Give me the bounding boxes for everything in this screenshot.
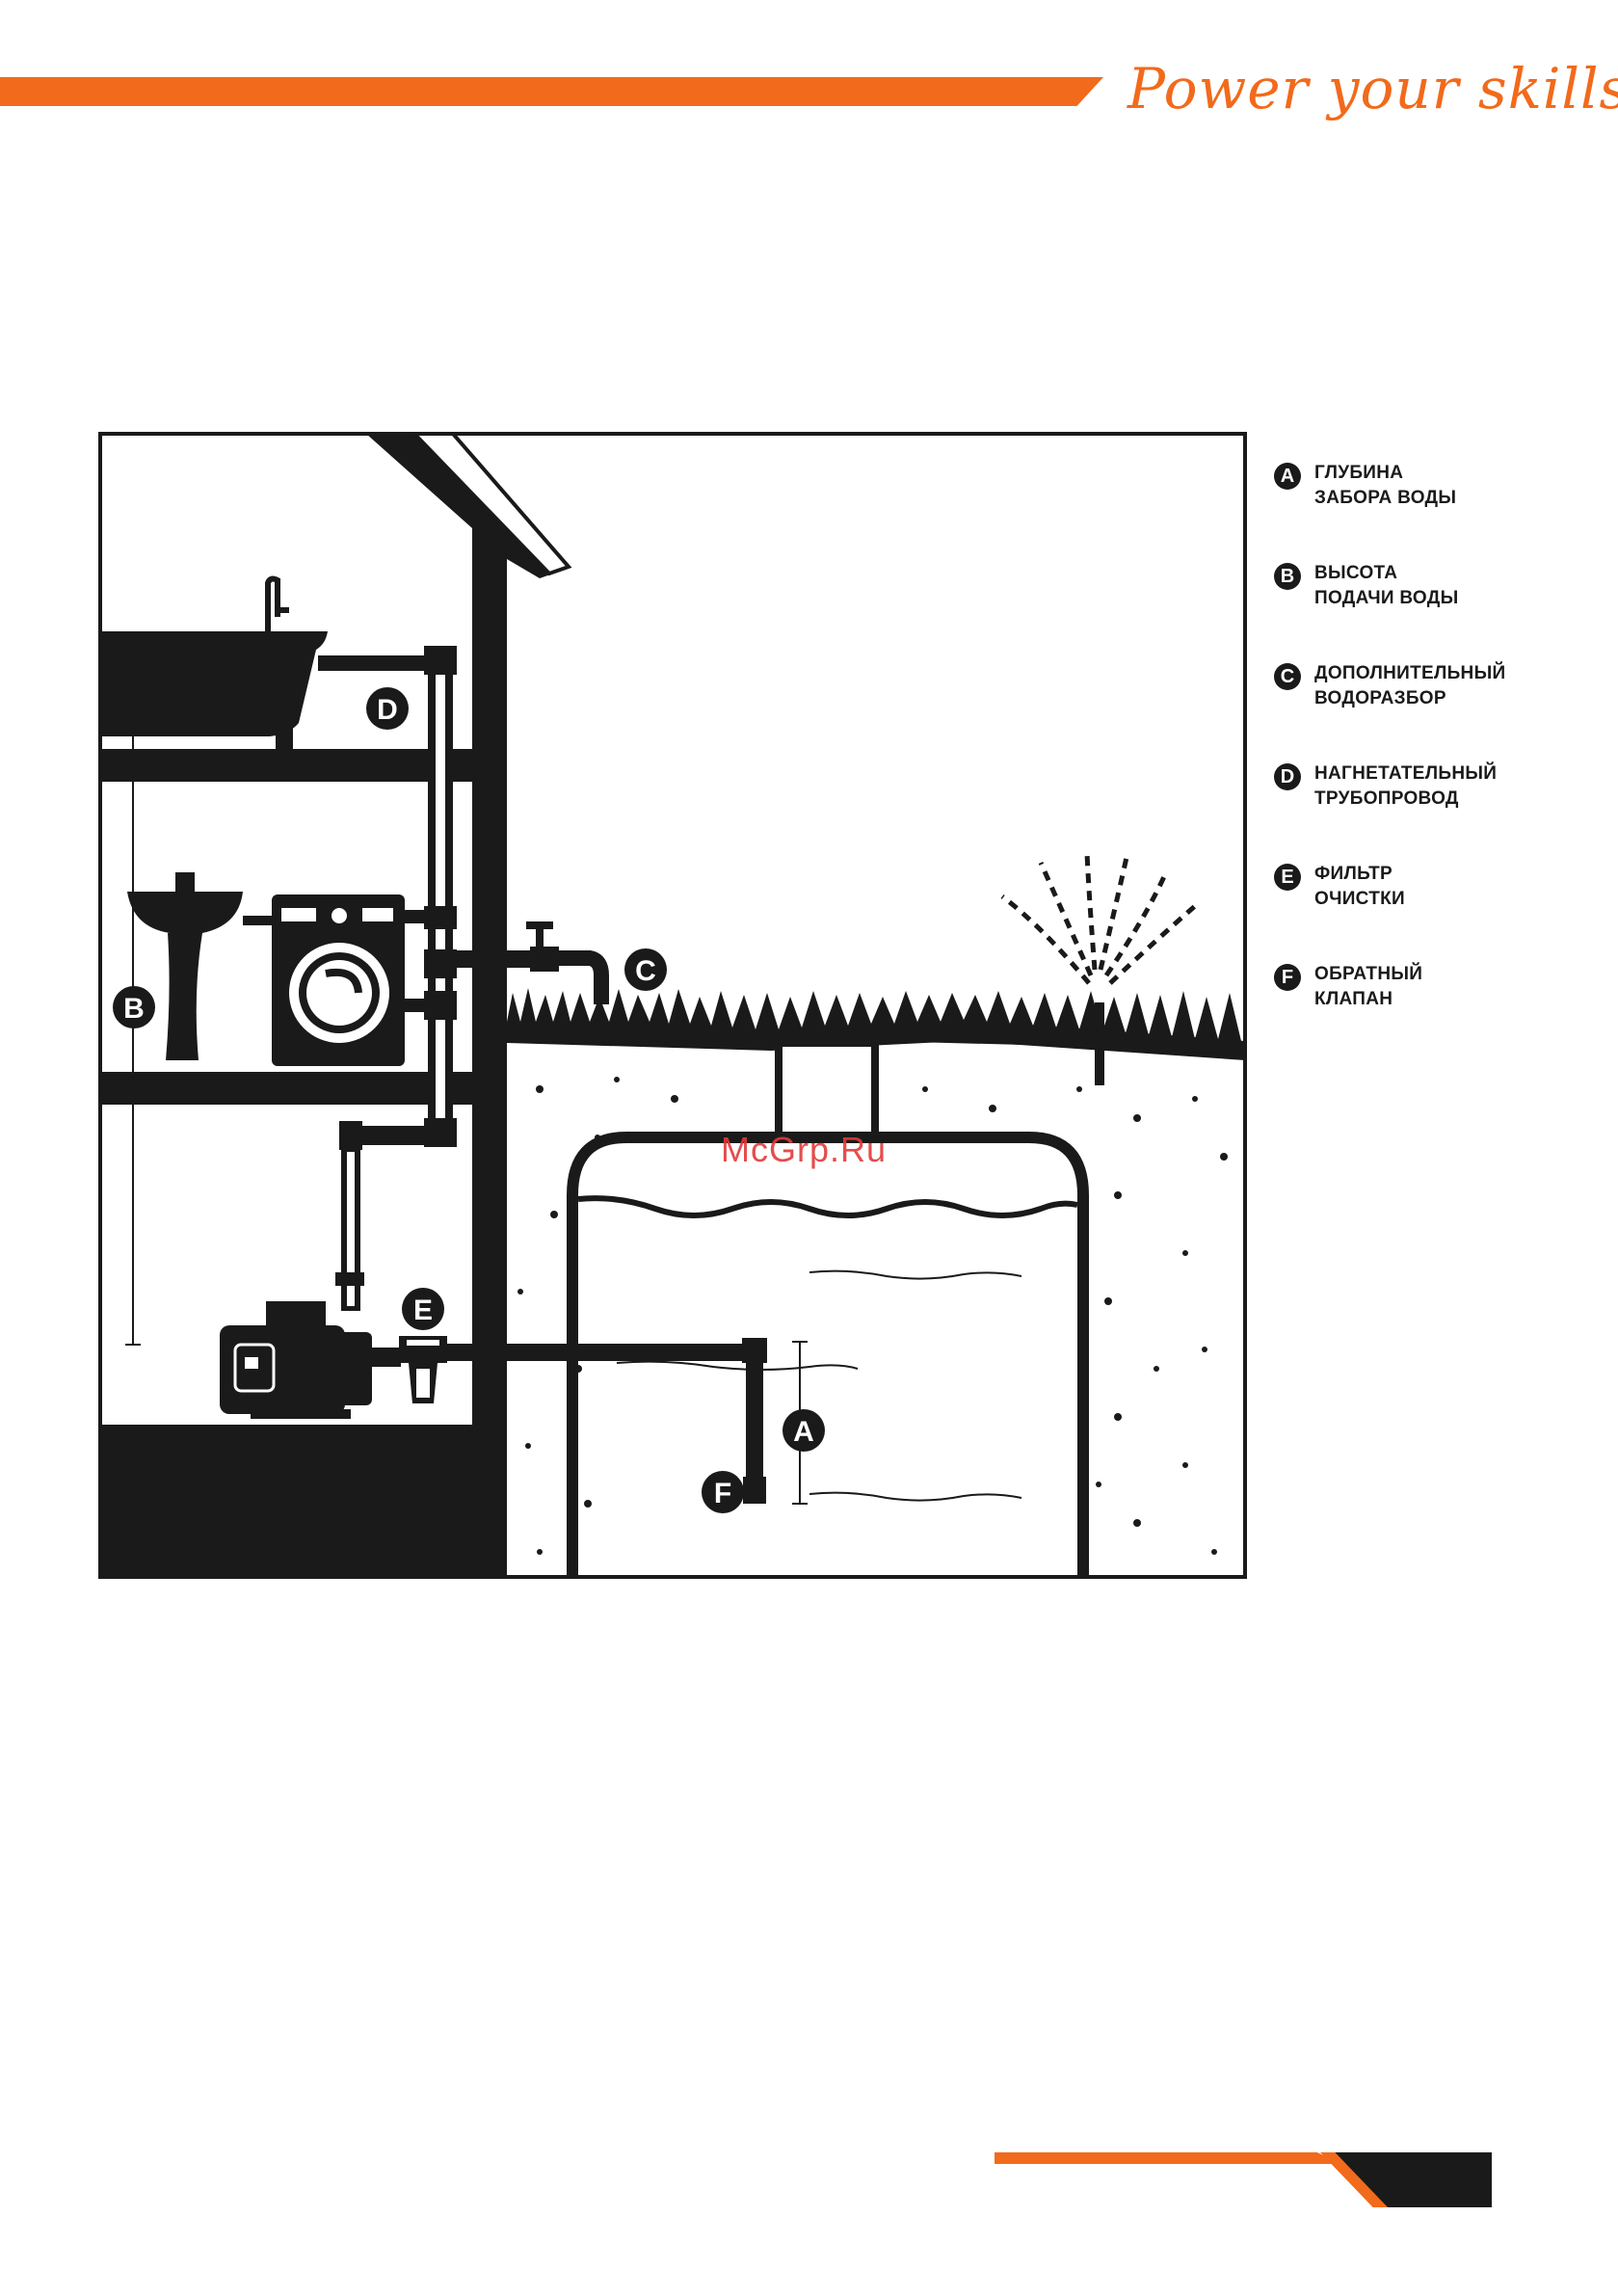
house-wall — [472, 540, 507, 1577]
callout-e: E — [413, 1295, 433, 1326]
legend-badge: B — [1274, 563, 1301, 590]
sprinkler — [1095, 1002, 1104, 1085]
check-valve — [743, 1477, 766, 1504]
water-surface — [578, 1198, 1077, 1215]
legend-badge: D — [1274, 763, 1301, 790]
legend-badge: E — [1274, 864, 1301, 891]
callout-a: A — [793, 1416, 814, 1448]
legend-badge: A — [1274, 463, 1301, 490]
callout-f: F — [714, 1478, 731, 1509]
bathtub — [100, 631, 328, 736]
callout-c: C — [635, 955, 656, 987]
bathtub-leg — [276, 725, 293, 750]
upper-floor — [100, 749, 472, 782]
sink — [127, 892, 243, 933]
footer-accent-bar — [995, 2152, 1341, 2164]
basement-floor — [100, 1425, 507, 1577]
faucet — [268, 579, 278, 631]
callout-b: B — [123, 993, 145, 1025]
well-shaft — [779, 1043, 875, 1139]
callout-d: D — [377, 694, 398, 726]
legend-badge: F — [1274, 964, 1301, 991]
middle-floor — [100, 1072, 472, 1105]
legend-badge: C — [1274, 663, 1301, 690]
sprinkler-spray — [1002, 853, 1195, 983]
pump — [220, 1325, 345, 1414]
watermark: McGrp.Ru — [721, 1130, 887, 1170]
suction-pipe — [445, 1344, 756, 1361]
